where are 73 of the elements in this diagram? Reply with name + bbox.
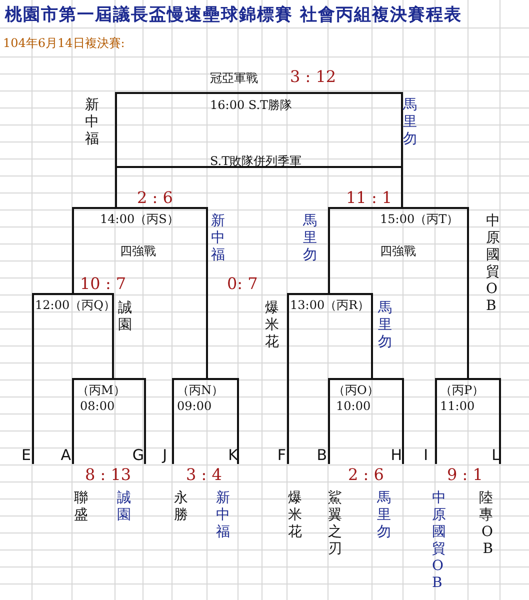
bracket-line bbox=[401, 167, 403, 208]
time-text: 11:00 bbox=[440, 398, 475, 414]
team-name: 馬里勿 bbox=[378, 300, 393, 351]
heading-text: 冠亞軍戰 bbox=[210, 70, 258, 86]
time-text: 09:00 bbox=[177, 398, 212, 414]
round-text: 四強戰 bbox=[380, 243, 416, 259]
team-name: 馬里勿 bbox=[377, 490, 392, 541]
bracket-line bbox=[435, 420, 437, 464]
bracket-line bbox=[499, 420, 501, 464]
bracket-line bbox=[172, 420, 174, 464]
team-name: 陸專OB bbox=[478, 490, 493, 558]
time-text: 13:00（丙R） bbox=[290, 297, 370, 313]
time-text: 16:00 S.T勝隊 bbox=[210, 97, 292, 113]
team-name: 鯊翼之刃 bbox=[328, 490, 343, 558]
bracket-line bbox=[115, 167, 117, 208]
team-name: 新中福 bbox=[85, 97, 100, 148]
bracket-line bbox=[237, 420, 239, 464]
subtitle-text: 104年6月14日複決賽: bbox=[3, 35, 125, 51]
seed-letter: K bbox=[225, 447, 238, 464]
team-name: 誠園 bbox=[117, 490, 132, 524]
match-text: （丙P） bbox=[440, 382, 484, 398]
team-name: 誠園 bbox=[118, 300, 133, 334]
match-text: （丙N） bbox=[177, 382, 224, 398]
score-text: 8 : 13 bbox=[85, 466, 132, 484]
score-text: 3 : 12 bbox=[290, 68, 336, 86]
team-name: 中原國貿OB bbox=[432, 490, 447, 592]
bracket-line bbox=[328, 267, 330, 294]
seed-letter: J bbox=[153, 447, 167, 464]
team-name: 聯盛 bbox=[74, 490, 89, 524]
note-text: S.T敗隊併列季軍 bbox=[210, 153, 302, 169]
time-text: 08:00 bbox=[80, 398, 115, 414]
score-text: 0: 7 bbox=[227, 275, 258, 293]
time-text: 14:00（丙S） bbox=[100, 211, 179, 227]
bracket-line bbox=[287, 333, 289, 464]
team-name: 馬里勿 bbox=[303, 213, 318, 264]
bracket-line bbox=[72, 267, 74, 294]
time-text: 10:00 bbox=[336, 398, 371, 414]
title-text: 桃園市第一屆議長盃慢速壘球錦標賽 社會丙組複決賽程表 bbox=[5, 5, 462, 25]
time-text: 12:00（丙Q） bbox=[35, 297, 116, 313]
bracket-line bbox=[144, 420, 146, 464]
seed-letter: A bbox=[53, 447, 71, 464]
score-text: 2 : 6 bbox=[137, 189, 173, 207]
seed-letter: G bbox=[126, 447, 144, 464]
team-name: 爆米花 bbox=[265, 300, 280, 351]
bracket-line bbox=[206, 267, 208, 379]
seed-letter: I bbox=[414, 447, 428, 464]
bracket-line bbox=[402, 420, 404, 464]
seed-letter: L bbox=[486, 447, 500, 464]
team-name: 永勝 bbox=[174, 490, 189, 524]
bracket-line bbox=[72, 420, 74, 464]
match-text: （丙M） bbox=[77, 382, 126, 398]
bracket-line bbox=[371, 333, 373, 379]
seed-letter: B bbox=[309, 447, 327, 464]
bracket-line bbox=[112, 333, 114, 379]
team-name: 新中福 bbox=[216, 490, 231, 541]
seed-letter: H bbox=[384, 447, 402, 464]
score-text: 10 : 7 bbox=[80, 275, 126, 293]
match-text: （丙O） bbox=[333, 382, 379, 398]
bracket-line bbox=[32, 333, 34, 464]
seed-letter: E bbox=[17, 447, 31, 464]
team-name: 中原國貿OB bbox=[486, 213, 501, 315]
score-text: 11 : 1 bbox=[346, 189, 392, 207]
seed-letter: F bbox=[272, 447, 286, 464]
team-name: 爆米花 bbox=[288, 490, 303, 541]
round-text: 四強戰 bbox=[120, 243, 156, 259]
score-text: 3 : 4 bbox=[186, 466, 222, 484]
team-name: 馬里勿 bbox=[403, 97, 418, 148]
bracket-line bbox=[467, 267, 469, 379]
time-text: 15:00（丙T） bbox=[380, 211, 459, 227]
team-name: 新中福 bbox=[211, 213, 226, 264]
bracket-line bbox=[328, 420, 330, 464]
score-text: 2 : 6 bbox=[348, 466, 384, 484]
score-text: 9 : 1 bbox=[447, 466, 483, 484]
